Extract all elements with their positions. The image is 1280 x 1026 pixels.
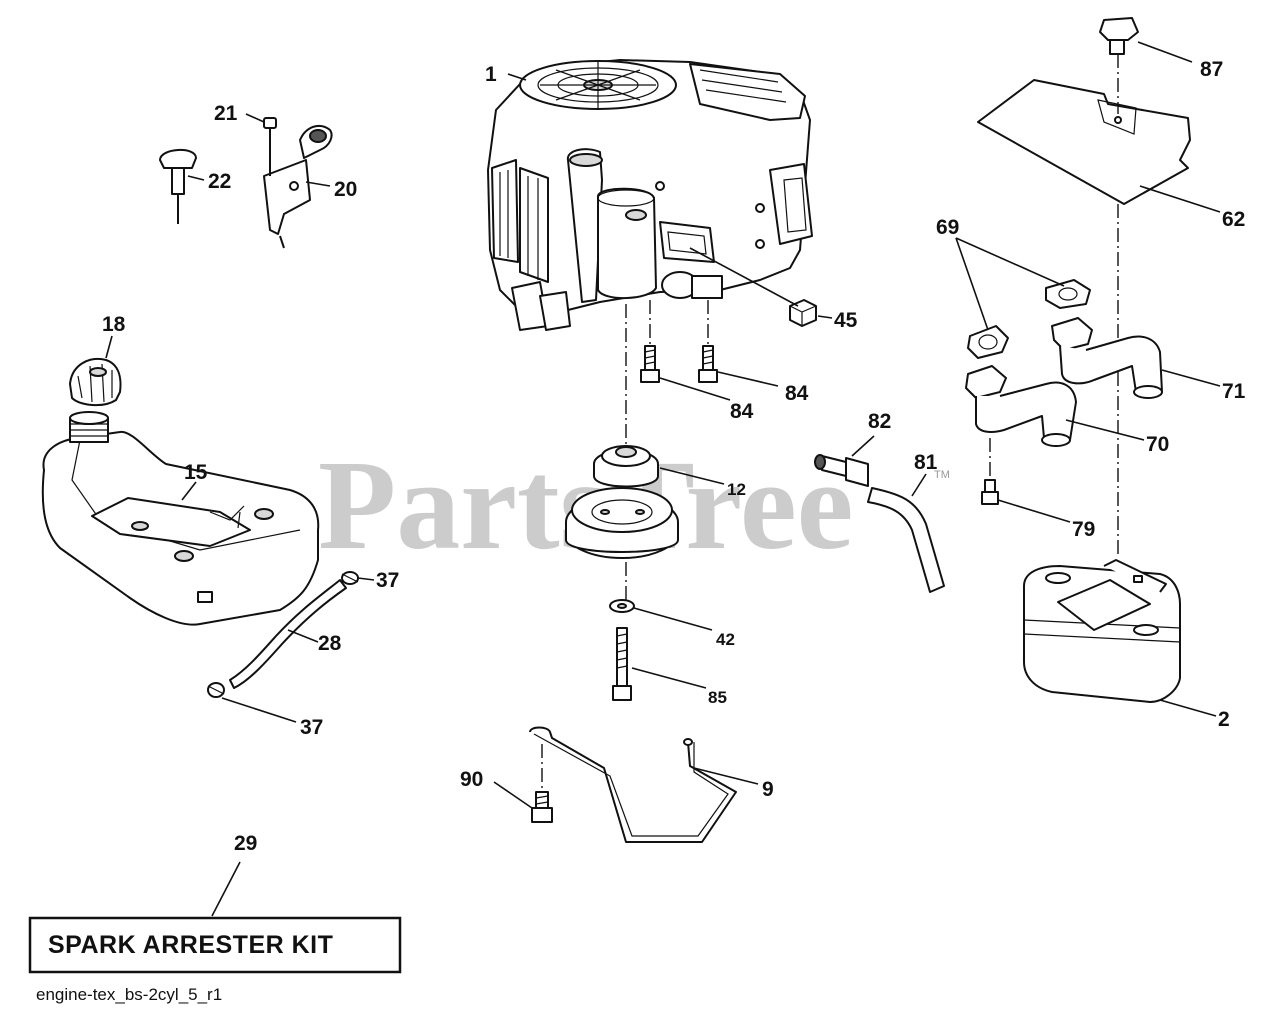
fuel-line[interactable] xyxy=(229,579,347,689)
label-1[interactable]: 1 xyxy=(485,63,497,86)
exhaust-pipe-left[interactable] xyxy=(965,365,1077,447)
fuel-cap[interactable] xyxy=(69,358,122,406)
fuel-filter[interactable] xyxy=(814,454,869,487)
label-82[interactable]: 82 xyxy=(868,410,891,433)
fuel-hose[interactable] xyxy=(867,487,945,593)
label-70[interactable]: 70 xyxy=(1146,433,1169,456)
bolt-left[interactable] xyxy=(640,345,660,383)
label-21[interactable]: 21 xyxy=(214,102,238,125)
muffler[interactable] xyxy=(1023,559,1181,703)
label-87[interactable]: 87 xyxy=(1200,58,1223,81)
bracket-screw[interactable] xyxy=(263,117,277,176)
label-90[interactable]: 90 xyxy=(460,768,483,791)
label-22[interactable]: 22 xyxy=(208,170,231,193)
center-bolt[interactable] xyxy=(612,627,632,701)
spark-arrester-kit-box[interactable] xyxy=(28,916,402,974)
bolt-right[interactable] xyxy=(698,345,718,383)
label-84-right[interactable]: 84 xyxy=(785,382,809,405)
label-20[interactable]: 20 xyxy=(334,178,357,201)
control-rod[interactable] xyxy=(529,726,737,843)
label-71[interactable]: 71 xyxy=(1222,380,1246,403)
washer[interactable] xyxy=(609,599,635,613)
label-42[interactable]: 42 xyxy=(716,630,735,649)
label-37-lower[interactable]: 37 xyxy=(300,716,323,739)
engine[interactable] xyxy=(487,59,813,331)
exhaust-pipe-right[interactable] xyxy=(1051,317,1163,399)
drawing-id: engine-tex_bs-2cyl_5_r1 xyxy=(36,985,222,1004)
label-84-left[interactable]: 84 xyxy=(730,400,754,423)
label-29[interactable]: 29 xyxy=(234,832,257,855)
hose-clamp-upper[interactable] xyxy=(341,571,359,585)
label-45[interactable]: 45 xyxy=(834,309,858,332)
fuel-tank[interactable] xyxy=(41,411,320,626)
label-18[interactable]: 18 xyxy=(102,313,126,336)
throttle-bracket[interactable] xyxy=(263,124,333,249)
muffler-screw[interactable] xyxy=(981,479,999,505)
rod-bolt[interactable] xyxy=(531,791,553,823)
hose-clamp-lower[interactable] xyxy=(207,682,225,698)
label-69[interactable]: 69 xyxy=(936,216,959,239)
watermark-trademark: TM xyxy=(934,469,950,481)
label-15[interactable]: 15 xyxy=(184,461,208,484)
knob-plunger[interactable] xyxy=(159,149,197,224)
spark-arrester-kit-label: SPARK ARRESTER KIT xyxy=(48,931,333,959)
label-85[interactable]: 85 xyxy=(708,688,727,707)
label-28[interactable]: 28 xyxy=(318,632,342,655)
label-62[interactable]: 62 xyxy=(1222,208,1245,231)
label-2[interactable]: 2 xyxy=(1218,708,1230,731)
label-9[interactable]: 9 xyxy=(762,778,774,801)
label-12[interactable]: 12 xyxy=(727,480,746,499)
label-81[interactable]: 81 xyxy=(914,451,938,474)
nut[interactable] xyxy=(789,299,817,327)
gasket-right[interactable] xyxy=(1045,279,1091,309)
pulley[interactable] xyxy=(565,445,679,559)
label-37-upper[interactable]: 37 xyxy=(376,569,399,592)
gasket-left[interactable] xyxy=(967,325,1009,359)
shield-bolt[interactable] xyxy=(1099,17,1139,55)
label-79[interactable]: 79 xyxy=(1072,518,1095,541)
heat-shield[interactable] xyxy=(977,79,1191,205)
